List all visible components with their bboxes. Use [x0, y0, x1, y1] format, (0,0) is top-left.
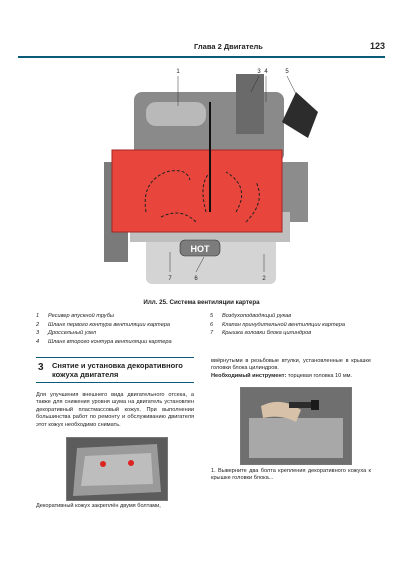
page-number: 123: [369, 41, 385, 51]
callout-5: 5: [285, 69, 289, 75]
body-paragraph: Для улучшения внешнего вида двигательног…: [36, 392, 194, 428]
step-text: 1. Выверните два болта крепления декорат…: [211, 468, 371, 482]
chapter-title: Глава 2 Двигатель: [194, 42, 263, 51]
section-title: Снятие и установка декоративного кожуха …: [52, 361, 183, 379]
callout-2: 2: [262, 276, 266, 282]
section-heading: 3 Снятие и установка декоративного кожух…: [36, 357, 194, 383]
hot-label: HOT: [191, 244, 211, 254]
callout-4: 4: [264, 69, 268, 75]
figure-caption: Илл. 25. Система вентиляции картера: [143, 299, 260, 306]
bolt-removal-photo: [240, 387, 352, 465]
tool-text: торцевая головка 10 мм.: [286, 372, 353, 379]
body-paragraph: Декоративный кожух закреплён двумя болта…: [36, 503, 161, 509]
tool-label: Необходимый инструмент:: [211, 372, 287, 379]
callout-1: 1: [176, 69, 180, 75]
bolt-marker: [128, 460, 134, 466]
callout-7: 7: [168, 276, 172, 282]
engine-cover-photo: [66, 437, 168, 501]
page-header: Глава 2 Двигатель 123: [18, 40, 385, 58]
section-number: 3: [38, 362, 44, 373]
body-paragraph: ввёрнутыми в резьбовые втулки, установле…: [211, 358, 371, 379]
callout-3: 3: [257, 69, 261, 75]
engine-illustration: HOT 1 3 4 5 7 6 2: [104, 69, 318, 284]
bolt-marker: [100, 461, 106, 467]
callout-6: 6: [194, 276, 198, 282]
